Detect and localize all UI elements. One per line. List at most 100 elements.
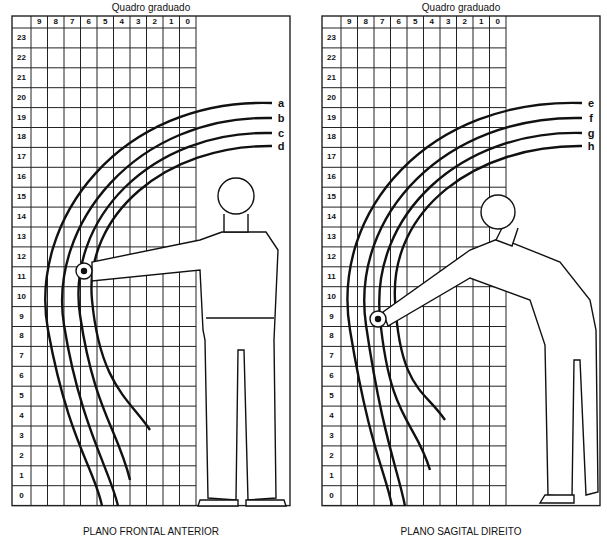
row-number: 1 [19,472,23,480]
column-number: 3 [446,18,450,26]
grid-line [322,187,506,188]
row-number: 12 [327,253,336,261]
column-number: 1 [169,18,173,26]
column-number: 1 [479,18,483,26]
row-number: 1 [329,472,333,480]
curve-letter: g [588,128,595,139]
grid-line [12,207,196,208]
row-number: 21 [327,74,336,82]
grid-line [12,187,196,188]
grid-line [322,406,506,407]
grid-line [322,386,506,387]
column-number: 5 [103,18,107,26]
row-number: 13 [17,233,26,241]
row-number: 14 [17,213,26,221]
standing-figure [76,178,286,506]
grid-line [12,147,196,148]
grid-line [357,16,358,506]
grid-line [12,67,196,68]
grid-line [322,87,506,88]
curve-letter: a [278,98,284,109]
row-number: 16 [327,173,336,181]
curve-letter: d [278,141,285,152]
row-number: 20 [17,94,26,102]
row-number: 19 [17,114,26,122]
row-number: 18 [17,133,26,141]
grid-line [12,505,196,506]
column-number: 2 [153,18,157,26]
row-number: 12 [17,253,26,261]
row-number: 22 [327,54,336,62]
row-number: 9 [19,313,23,321]
plane-caption: PLANO SAGITAL DIREITO [401,527,522,537]
grid-title: Quadro graduado [112,3,190,13]
grid-line [47,16,48,506]
row-number: 7 [329,352,333,360]
row-number: 5 [329,392,333,400]
column-number: 6 [397,18,401,26]
grid-line [322,346,506,347]
grid-line [322,47,506,48]
curve-letter: e [588,98,594,109]
grid-line [12,366,196,367]
column-number: 6 [87,18,91,26]
row-number: 17 [327,153,336,161]
column-number: 2 [463,18,467,26]
curve-letter: c [278,128,284,139]
row-number: 21 [17,74,26,82]
row-number: 4 [329,412,333,420]
curve-letter: f [589,113,593,124]
grid-line [12,326,196,327]
curve-letter: b [278,113,285,124]
row-number: 7 [19,352,23,360]
grid-line [12,485,196,486]
grid-line [322,465,506,466]
row-number: 13 [327,233,336,241]
row-number: 11 [17,273,25,281]
row-number: 22 [17,54,26,62]
grid-line [322,485,506,486]
grid-line [322,207,506,208]
row-number: 23 [17,34,26,42]
row-number: 19 [327,114,336,122]
column-number: 4 [430,18,434,26]
grid-line [12,306,196,307]
column-number: 7 [70,18,74,26]
grid-line [374,16,375,506]
row-number: 9 [329,313,333,321]
grid-line [12,87,196,88]
row-number: 5 [19,392,23,400]
row-number: 8 [329,332,333,340]
row-number: 10 [327,293,336,301]
column-number: 9 [347,18,351,26]
row-number: 8 [19,332,23,340]
grid-line [12,47,196,48]
row-number: 2 [19,452,23,460]
column-number: 0 [496,18,500,26]
graduated-grid [12,16,600,506]
grid-frame [322,16,600,506]
grid-line [12,127,196,128]
row-number: 16 [17,173,26,181]
plane-caption: PLANO FRONTAL ANTERIOR [83,527,219,537]
grid-line [322,67,506,68]
grid-line [12,386,196,387]
grid-line [12,286,196,287]
row-number: 3 [19,432,23,440]
grid-line [12,28,196,29]
column-number: 9 [37,18,41,26]
row-number: 15 [17,193,26,201]
column-number: 7 [380,18,384,26]
grid-line [12,107,196,108]
grid-title: Quadro graduado [422,3,500,13]
row-number: 0 [329,492,333,500]
row-number: 18 [327,133,336,141]
row-number: 15 [327,193,336,201]
grid-line [12,167,196,168]
grid-line [322,107,506,108]
bending-figure [370,195,598,503]
column-number: 8 [364,18,368,26]
column-number: 0 [186,18,190,26]
grid-line [64,16,65,506]
grid-line [12,445,196,446]
